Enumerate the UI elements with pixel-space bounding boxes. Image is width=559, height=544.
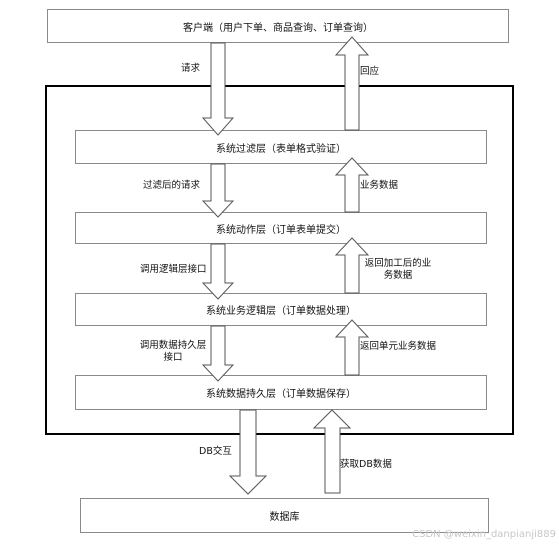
request-label: 请求	[181, 63, 201, 74]
response-arrow-up	[334, 36, 370, 131]
persistence-layer-box: 系统数据持久层（订单数据保存）	[75, 375, 487, 410]
filtered-request-arrow-down	[201, 163, 235, 218]
return-processed-arrow-up	[334, 237, 370, 294]
business-data-label: 业务数据	[360, 180, 399, 191]
filter-layer-box: 系统过滤层（表单格式验证）	[75, 130, 487, 164]
filtered-request-label: 过滤后的请求	[143, 180, 201, 191]
request-arrow-down	[201, 42, 235, 136]
fetch-db-label: 获取DB数据	[340, 459, 392, 470]
client-label: 客户端（用户下单、商品查询、订单查询）	[183, 22, 373, 34]
call-persist-line2: 接口	[163, 352, 183, 363]
return-processed-line2: 务数据	[383, 270, 413, 281]
call-logic-label: 调用逻辑层接口	[140, 264, 207, 275]
persistence-layer-label: 系统数据持久层（订单数据保存）	[206, 389, 356, 400]
action-layer-box: 系统动作层（订单表单提交）	[75, 212, 487, 244]
call-logic-arrow-down	[201, 243, 235, 300]
return-processed-label: 返回加工后的业 务数据	[359, 258, 437, 282]
business-layer-box: 系统业务逻辑层（订单数据处理）	[75, 293, 487, 326]
return-unit-arrow-up	[334, 319, 370, 376]
call-persist-label: 调用数据持久层 接口	[135, 340, 211, 364]
client-box: 客户端（用户下单、商品查询、订单查询）	[47, 9, 509, 43]
business-data-arrow-up	[334, 157, 370, 213]
response-label: 回应	[360, 66, 380, 77]
call-persist-arrow-down	[201, 325, 235, 382]
return-unit-label: 返回单元业务数据	[360, 341, 437, 352]
db-interact-arrow-down	[228, 409, 268, 495]
return-processed-line1: 返回加工后的业	[364, 258, 432, 269]
filter-layer-label: 系统过滤层（表单格式验证）	[216, 143, 346, 155]
db-interact-label: DB交互	[199, 446, 232, 457]
business-layer-label: 系统业务逻辑层（订单数据处理）	[206, 306, 356, 317]
call-persist-line1: 调用数据持久层	[139, 340, 207, 351]
watermark: CSDN @weixin_danpianji889	[412, 529, 556, 540]
action-layer-label: 系统动作层（订单表单提交）	[216, 224, 346, 236]
database-label: 数据库	[269, 512, 300, 523]
fetch-db-arrow-up	[312, 409, 352, 494]
database-box: 数据库	[80, 498, 489, 533]
system-frame	[45, 85, 514, 435]
